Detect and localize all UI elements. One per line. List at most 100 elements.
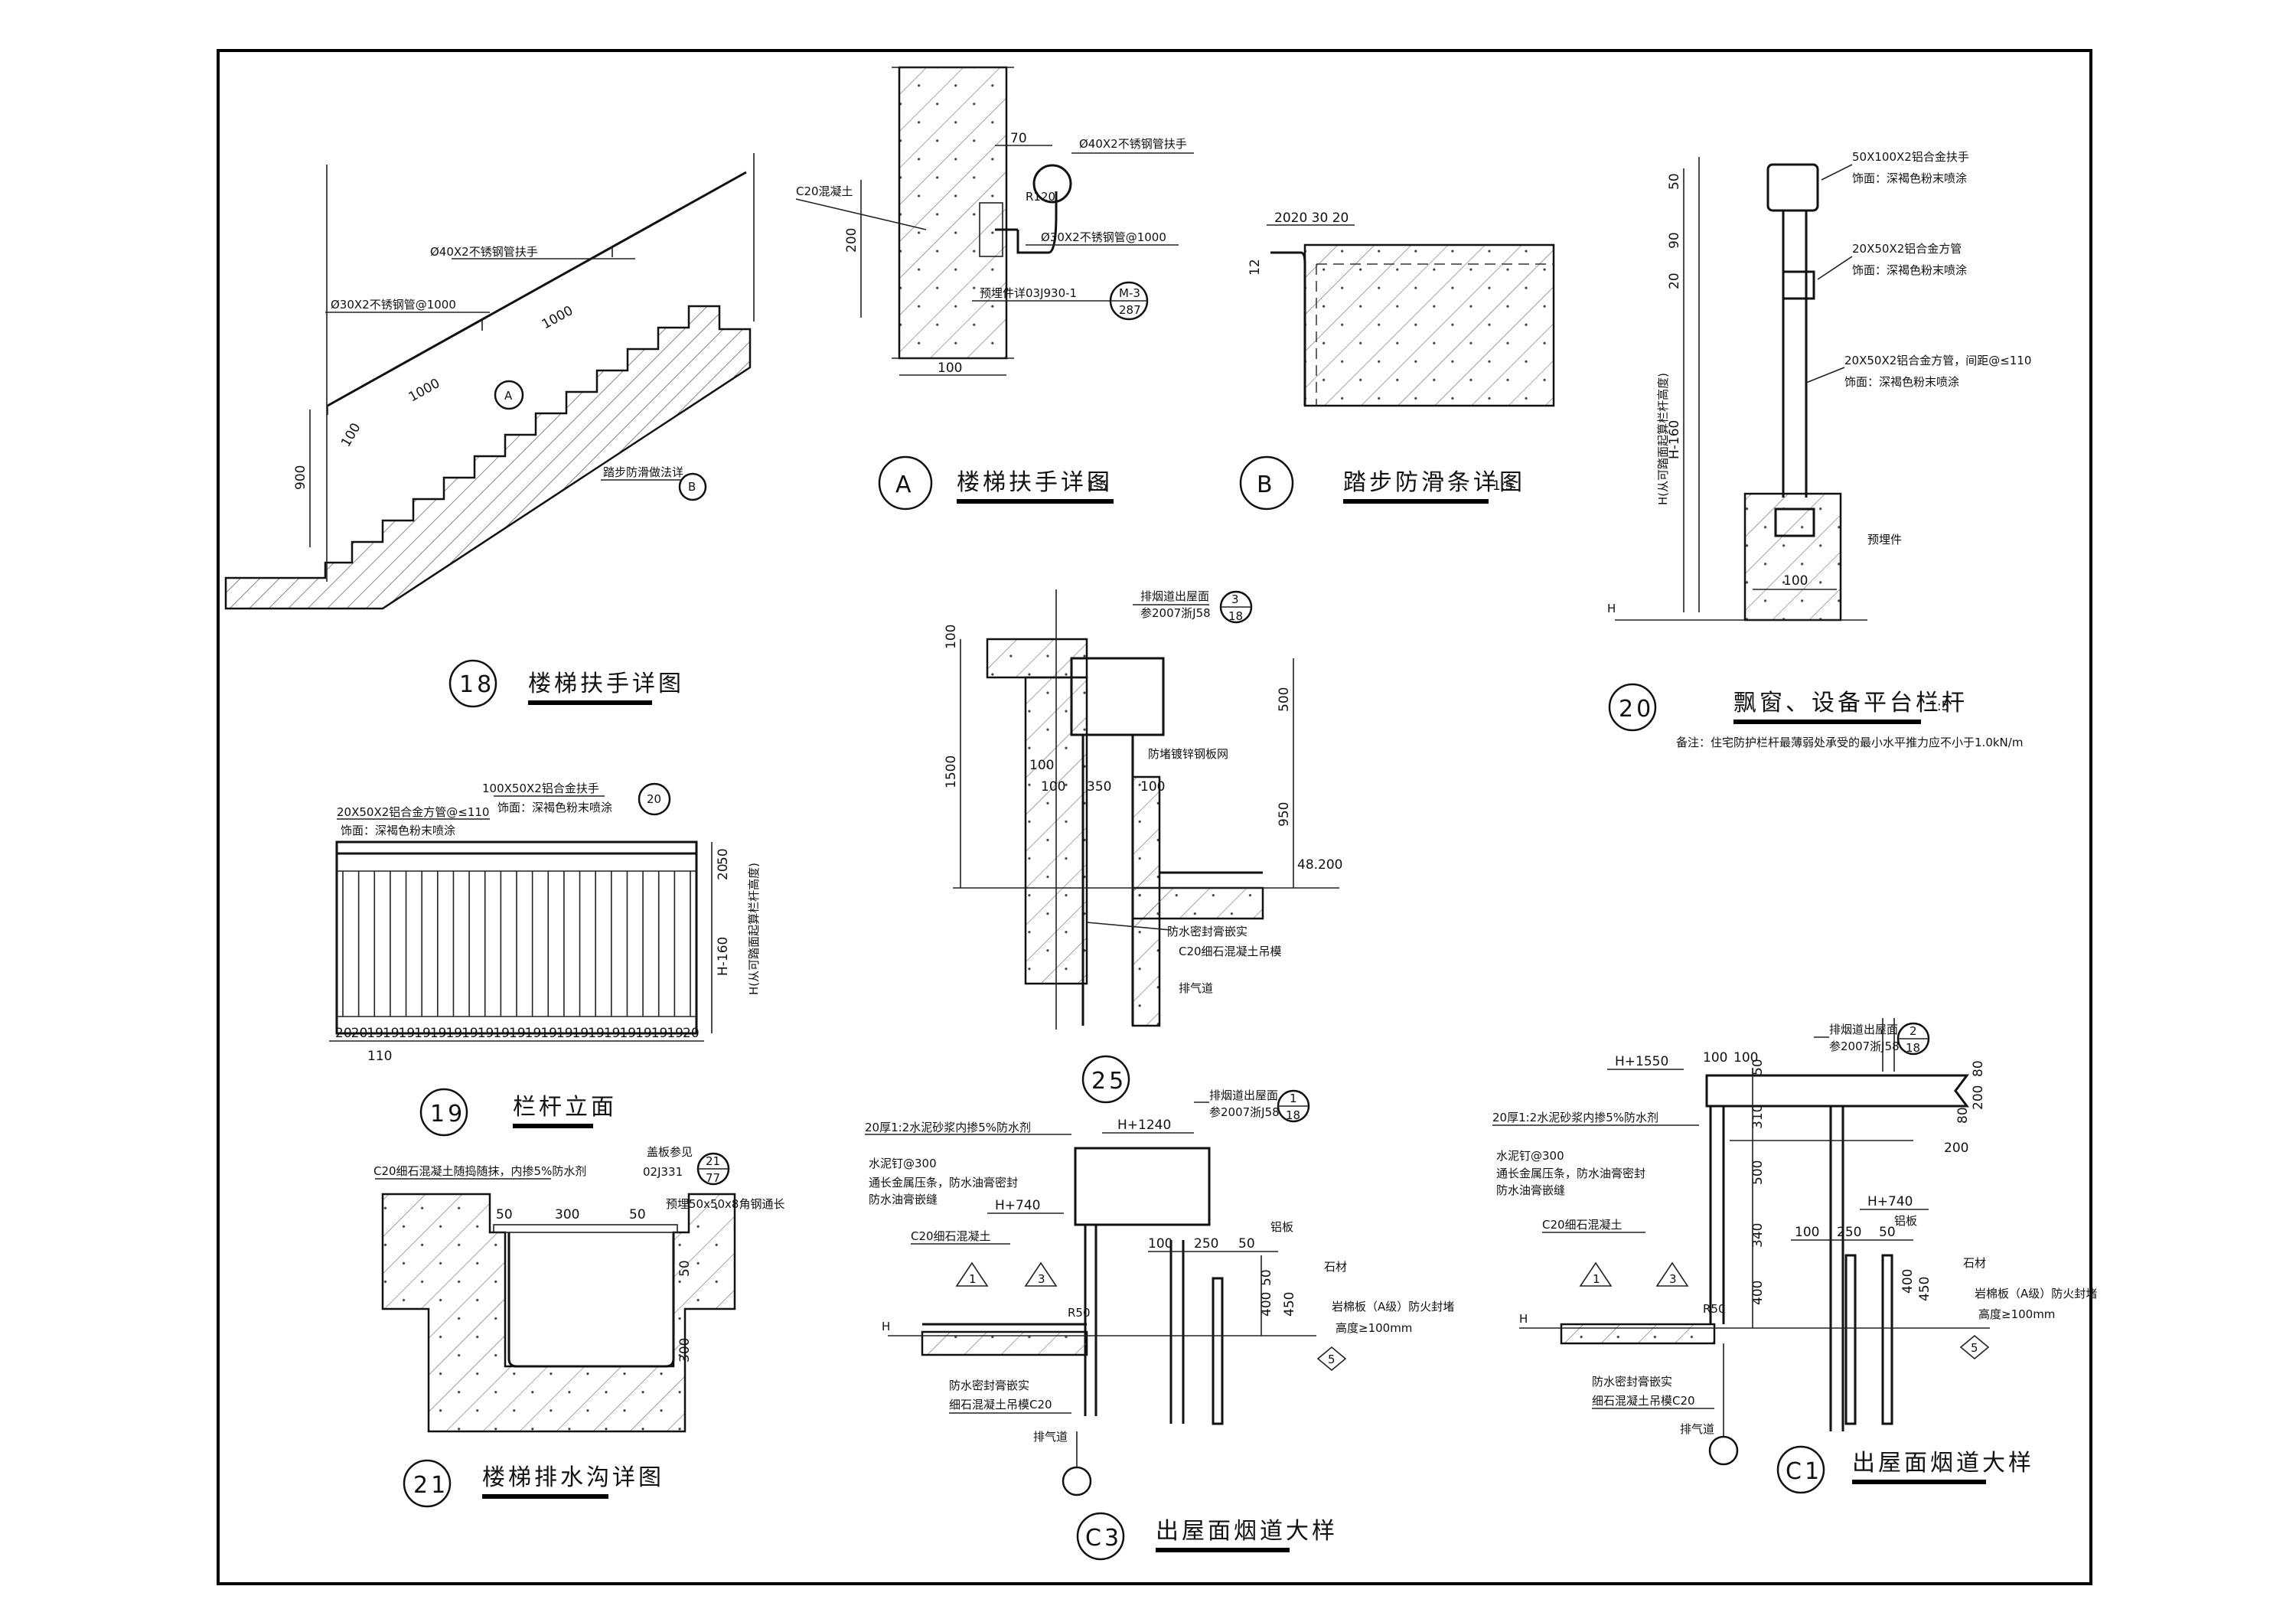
note: R120 <box>1026 190 1055 204</box>
dim-text: 900 <box>293 465 308 490</box>
note: 100X50X2铝合金扶手 <box>482 782 599 795</box>
detail-number-bubble <box>1776 1445 1825 1494</box>
ref-bubble-text: 18 <box>1286 1108 1300 1122</box>
tube-profile <box>1782 270 1815 300</box>
level-text: H+1550 <box>1615 1054 1668 1069</box>
tag-text: 1 <box>969 1272 977 1286</box>
bottom-dim-text: 19 <box>414 1026 431 1041</box>
embed-channel <box>1774 507 1815 537</box>
dim-text: 20 <box>1667 273 1682 289</box>
note: 高度≥100mm <box>1978 1307 2055 1321</box>
bottom-dim-text: 19 <box>493 1026 510 1041</box>
detail-number: B <box>1257 472 1276 498</box>
dim-text: 250 <box>1194 1236 1218 1252</box>
note: 通长金属压条，防水油膏密封 <box>869 1176 1018 1190</box>
remark: 备注：住宅防护栏杆最薄弱处承受的最小水平推力应不小于1.0kN/m <box>1676 736 2023 749</box>
detail-25-flue: 100 1500 500 950 100 350 100 100 48.200 … <box>944 589 1342 1104</box>
level-text: H+1240 <box>1117 1118 1171 1133</box>
detail-number: 19 <box>430 1101 465 1128</box>
cladding <box>1881 1254 1893 1425</box>
dim-text: 450 <box>1917 1277 1932 1301</box>
tag-text: 3 <box>1038 1272 1045 1286</box>
dim-text: 340 <box>1750 1223 1766 1248</box>
ref-bubble-text: B <box>688 480 696 494</box>
detail-title: 楼梯排水沟详图 <box>482 1464 664 1491</box>
dim-text: 500 <box>1277 687 1292 712</box>
tag-triangle <box>955 1261 989 1287</box>
dim-text: 200 <box>844 228 859 253</box>
dim-text: 400 <box>1750 1281 1766 1305</box>
note: 细石混凝土吊模C20 <box>949 1398 1052 1411</box>
dim-text: 12 <box>1247 259 1263 276</box>
note: H(从可踏面起算栏杆高度) <box>1656 373 1670 505</box>
tag-text: 5 <box>1328 1353 1336 1366</box>
tag-text: 5 <box>1971 1341 1978 1355</box>
bottom-dim-text: 19 <box>399 1026 416 1041</box>
detail-number: 18 <box>459 671 494 698</box>
ref-bubble-text: 1 <box>1290 1092 1297 1105</box>
detail-title: 出屋面烟道大样 <box>1852 1450 2034 1477</box>
dim-text: 100 <box>1703 1050 1727 1066</box>
note: 排烟道出屋面 <box>1209 1088 1278 1102</box>
detail-title: 楼梯扶手详图 <box>957 469 1113 496</box>
tag-text: 3 <box>1669 1272 1677 1286</box>
ref-bubble-text: 21 <box>706 1154 720 1168</box>
dim-text: 50 <box>677 1260 693 1277</box>
dim-text: 1000 <box>406 376 443 405</box>
bottom-dim-text: 19 <box>367 1026 383 1041</box>
dim-text: 1500 <box>944 756 959 788</box>
note: Ø30X2不锈钢管@1000 <box>1041 230 1166 244</box>
note: H(从可踏面起算栏杆高度) <box>747 863 761 995</box>
detail-a-handrail: 70 200 100 Ø40X2不锈钢管扶手 C20混凝土 R120 Ø30X2… <box>795 66 1194 511</box>
detail-number-bubble <box>878 455 933 511</box>
note: 踏步防滑做法详 <box>603 465 683 479</box>
note: 防水密封膏嵌实 <box>1592 1375 1672 1389</box>
note: C20混凝土 <box>796 184 853 198</box>
note: 盖板参见 <box>647 1145 693 1159</box>
sheet-border <box>217 49 2092 1585</box>
stair-handrail <box>327 171 747 407</box>
bottom-dim-text: 20 <box>351 1026 368 1041</box>
dim-text: 450 <box>1282 1292 1297 1317</box>
axis-bubble <box>1708 1435 1739 1466</box>
note: 防堵镀锌钢板网 <box>1148 747 1228 761</box>
flue-cap <box>1070 657 1165 736</box>
level-text: H+740 <box>1867 1194 1913 1209</box>
note: 防水密封膏嵌实 <box>1167 925 1247 938</box>
dim-text: 1000 <box>540 303 576 332</box>
dim-text: 100 <box>338 420 364 449</box>
dim-text: 50 <box>1259 1269 1274 1286</box>
dim-text: 100 <box>1041 779 1065 795</box>
dim-text: 100 <box>1783 573 1808 589</box>
roof-slab <box>1131 886 1264 920</box>
note: 水泥钉@300 <box>869 1157 937 1170</box>
note: R50 <box>1068 1306 1091 1320</box>
note: 饰面：深褐色粉末喷涂 <box>1852 263 1967 277</box>
note: 铝板 <box>1894 1214 1917 1228</box>
detail-number-bubble <box>1081 1055 1130 1104</box>
bottom-dim-text: 20 <box>335 1026 352 1041</box>
bottom-dim-labels: 2020191919191919191919191919191919191919… <box>335 1026 700 1041</box>
detail-number: 20 <box>1619 696 1654 723</box>
ref-bubble-a <box>494 380 524 410</box>
note: 石材 <box>1963 1256 1986 1270</box>
dim-text: 300 <box>677 1338 693 1363</box>
ref-bubble-b <box>678 472 707 501</box>
bottom-dim-text: 19 <box>556 1026 573 1041</box>
note: C20细石混凝土随捣随抹，内掺5%防水剂 <box>373 1164 586 1178</box>
leader <box>1805 367 1845 383</box>
note: 饰面：深褐色粉末喷涂 <box>1844 375 1959 389</box>
dim-text: 50 <box>716 848 731 865</box>
note: 防水油膏嵌缝 <box>869 1193 938 1206</box>
tag-triangle <box>1655 1261 1689 1287</box>
leader <box>1817 256 1853 280</box>
note: 02J331 <box>643 1165 683 1179</box>
leader <box>795 198 927 230</box>
note: 通长金属压条，防水油膏密封 <box>1496 1167 1645 1180</box>
balusters <box>342 871 691 1017</box>
detail-number-bubble <box>448 659 497 708</box>
detail-number-bubble <box>419 1088 468 1137</box>
axis-bubble <box>1062 1466 1092 1496</box>
bottom-dim-text: 19 <box>525 1026 542 1041</box>
detail-20-window-railing: H 50 90 20 H-160 H(从可踏面起算栏杆高度) 100 50X10… <box>1607 150 2031 749</box>
